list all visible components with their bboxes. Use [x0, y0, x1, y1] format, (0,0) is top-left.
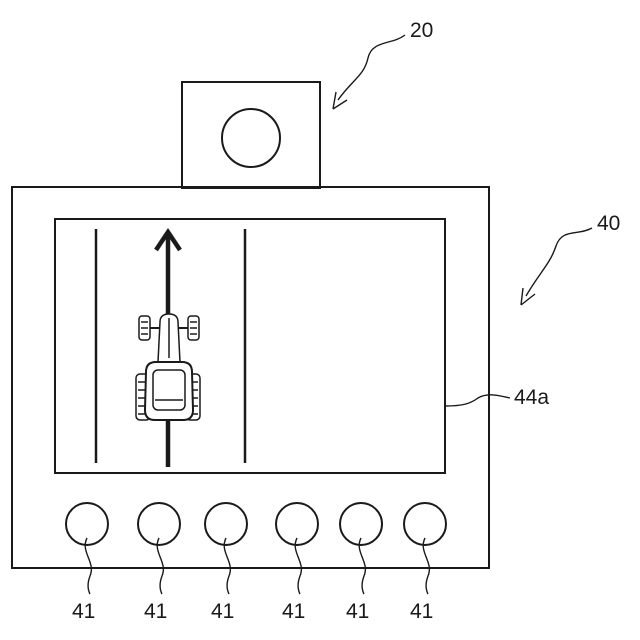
terminal-reference: 40: [521, 212, 620, 305]
camera-unit: [182, 82, 320, 188]
button-reference-label: 41: [410, 600, 433, 623]
hardware-button-2[interactable]: 41: [138, 503, 180, 623]
hardware-button-6[interactable]: 41: [404, 503, 446, 623]
terminal-leader-arrowhead: [521, 288, 535, 305]
display-screen-frame: [55, 219, 445, 473]
camera-reference-label: 20: [410, 19, 433, 42]
screen-leader-line: [445, 395, 510, 406]
hardware-button-3[interactable]: 41: [205, 503, 247, 623]
terminal-leader-line: [526, 228, 592, 296]
hardware-button-4[interactable]: 41: [276, 503, 318, 623]
hardware-button-1[interactable]: 41: [66, 503, 108, 623]
screen-reference: 44a: [445, 386, 549, 409]
terminal-reference-label: 40: [597, 212, 620, 235]
terminal-body: [12, 187, 489, 568]
display-screen: [55, 219, 445, 473]
button-reference-label: 41: [346, 600, 369, 623]
button-reference-label: 41: [211, 600, 234, 623]
button-row: 41 41 41 41 41 41: [66, 503, 446, 623]
button-reference-label: 41: [144, 600, 167, 623]
camera-housing: [182, 82, 320, 188]
button-reference-label: 41: [282, 600, 305, 623]
button-reference-label: 41: [72, 600, 95, 623]
camera-leader-line: [338, 35, 405, 100]
hardware-button-5[interactable]: 41: [340, 503, 382, 623]
tractor-top-view-icon: [136, 314, 200, 420]
screen-reference-label: 44a: [514, 386, 549, 409]
camera-lens-icon: [222, 109, 280, 167]
camera-reference: 20: [333, 19, 433, 109]
camera-leader-arrowhead: [333, 92, 347, 109]
